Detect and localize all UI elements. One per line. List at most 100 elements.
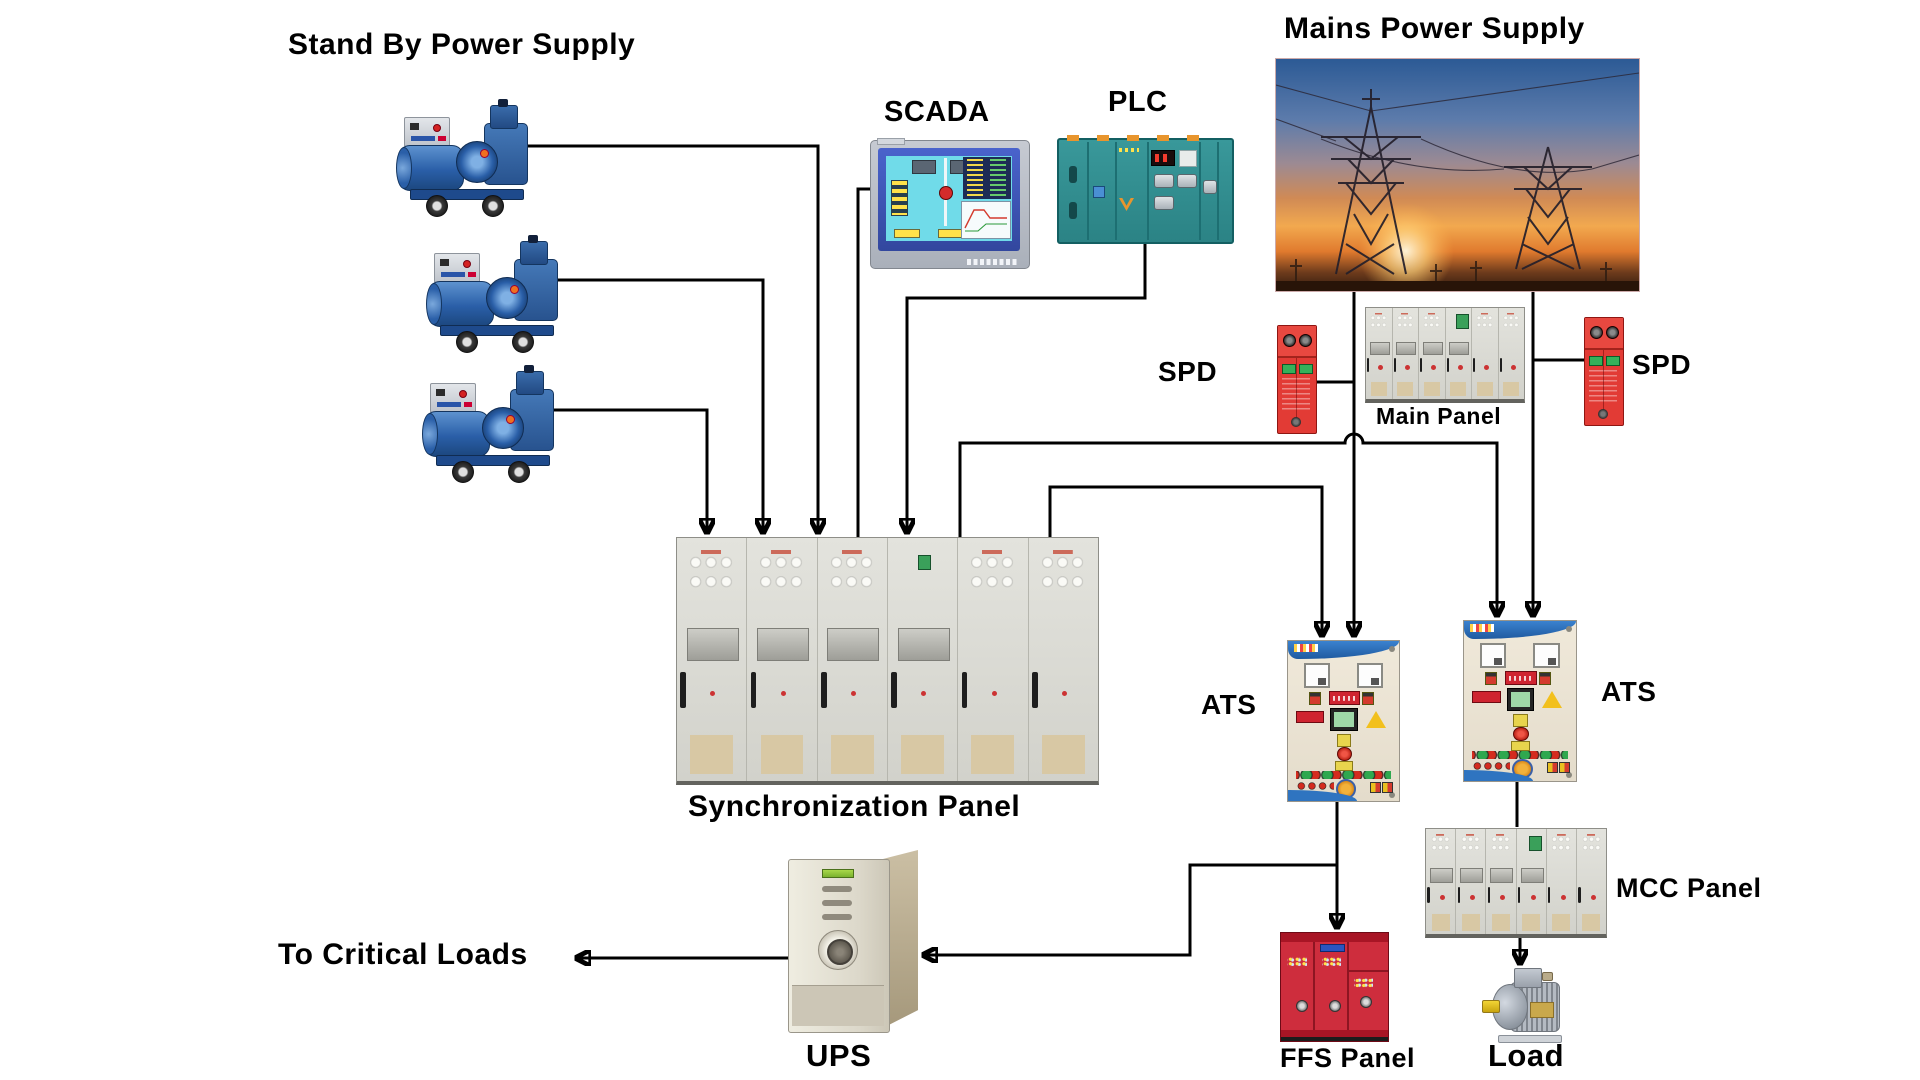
line-gen3-to-sync [554,408,707,532]
cabinet-section [1517,829,1547,934]
motor-image [1482,968,1573,1043]
meter [1430,867,1454,884]
pilot-lamp [991,691,997,697]
vent-slot [822,900,852,906]
alternator-cap [422,413,438,455]
motor-shaft [1482,1000,1500,1013]
toggle-switch [1559,761,1571,774]
door-handle [1367,358,1370,372]
ffs-panel-label: FFS Panel [1280,1043,1416,1073]
label-patch [1370,381,1387,397]
meter [1449,341,1470,356]
label-patch [830,734,874,774]
ats-panel-2 [1463,620,1577,782]
ethernet-port [1203,180,1217,194]
door-handle [1032,671,1038,709]
engine-cap [498,99,508,107]
status-window [1282,364,1296,374]
panel-top-strip [1281,933,1388,942]
selector-switch [1362,692,1375,706]
base-frame [410,189,524,200]
cabinet-section [677,538,748,781]
door-handle [1360,995,1373,1008]
door-handle [1578,886,1581,903]
mimic-valve [939,186,953,200]
relay-indicator [917,555,931,570]
bottom-screw [1598,409,1608,419]
wheel [426,195,448,217]
ats-left-label: ATS [1201,689,1257,720]
label-patch [1461,914,1480,931]
indicator-lights [1396,312,1414,329]
alternator-cap [426,283,442,325]
mimic-button [894,229,920,238]
pilot-lamp [1470,895,1476,901]
spd-right-label: SPD [1632,349,1692,380]
door-handle [891,671,897,709]
pilot-lamp [1510,365,1516,371]
label-patch [971,734,1015,774]
seven-segment-display [1151,150,1175,166]
meter-window [1479,643,1507,669]
cabinet-section [1486,829,1517,934]
door-handle [1420,358,1423,372]
flywheel [456,141,498,183]
generator-image-3 [422,363,554,483]
label-tag [1334,761,1354,771]
vendor-logo [1119,198,1134,211]
power-button [818,930,858,970]
db9-port [1154,196,1174,210]
relay-indicator [1529,836,1543,852]
engine-knob [506,415,515,424]
mcc-panel-label: MCC Panel [1616,873,1762,903]
plc-label: PLC [1108,86,1168,118]
generator-image-2 [426,233,558,353]
vent-slot [822,886,852,892]
meter [897,627,950,662]
engine-knob [510,285,519,294]
flywheel [482,407,524,449]
label-patch [1397,381,1414,397]
indicator-lights [1581,834,1601,853]
pilot-lamp [710,691,716,697]
pilot-lamp [1378,365,1384,371]
load-label: Load [1488,1038,1565,1073]
meter-window [1303,663,1330,689]
mains-title: Mains Power Supply [1284,12,1585,45]
indicator-led-row [1295,781,1334,790]
plc-image [1057,135,1234,244]
indicator-cluster [1287,956,1307,967]
pole-divider [1296,358,1297,418]
module-divider [1087,142,1089,240]
meter [1520,867,1544,884]
line-sync-to-ats-left [1048,485,1322,635]
hazard-triangle-icon [1542,691,1563,709]
cable-gland [1542,972,1553,981]
pylon-silhouettes [1276,72,1639,291]
indicator-lights [969,550,1016,592]
vent-slot [1069,202,1077,219]
door-handle [1329,999,1342,1012]
wheel [456,331,478,353]
selector-switch [1485,672,1498,686]
base-frame [436,455,550,466]
cabinet-section [1029,538,1098,781]
indicator-led-row [1295,770,1392,779]
pilot-lamp [1560,895,1566,901]
label-tag [1336,733,1352,747]
door-handle [821,671,827,709]
meter [757,627,809,662]
db9-port [1154,174,1174,188]
vent-slot [1069,166,1077,183]
meter-window [1533,643,1560,669]
door-handle [1487,886,1491,903]
indicator-led-row [1471,750,1569,759]
wheel [452,461,474,483]
engine-cap [528,235,538,243]
mimic-data-panel [963,157,1011,199]
sync-panel-image [676,537,1099,785]
indicator-lights [1502,312,1520,329]
base-frame [440,325,554,336]
